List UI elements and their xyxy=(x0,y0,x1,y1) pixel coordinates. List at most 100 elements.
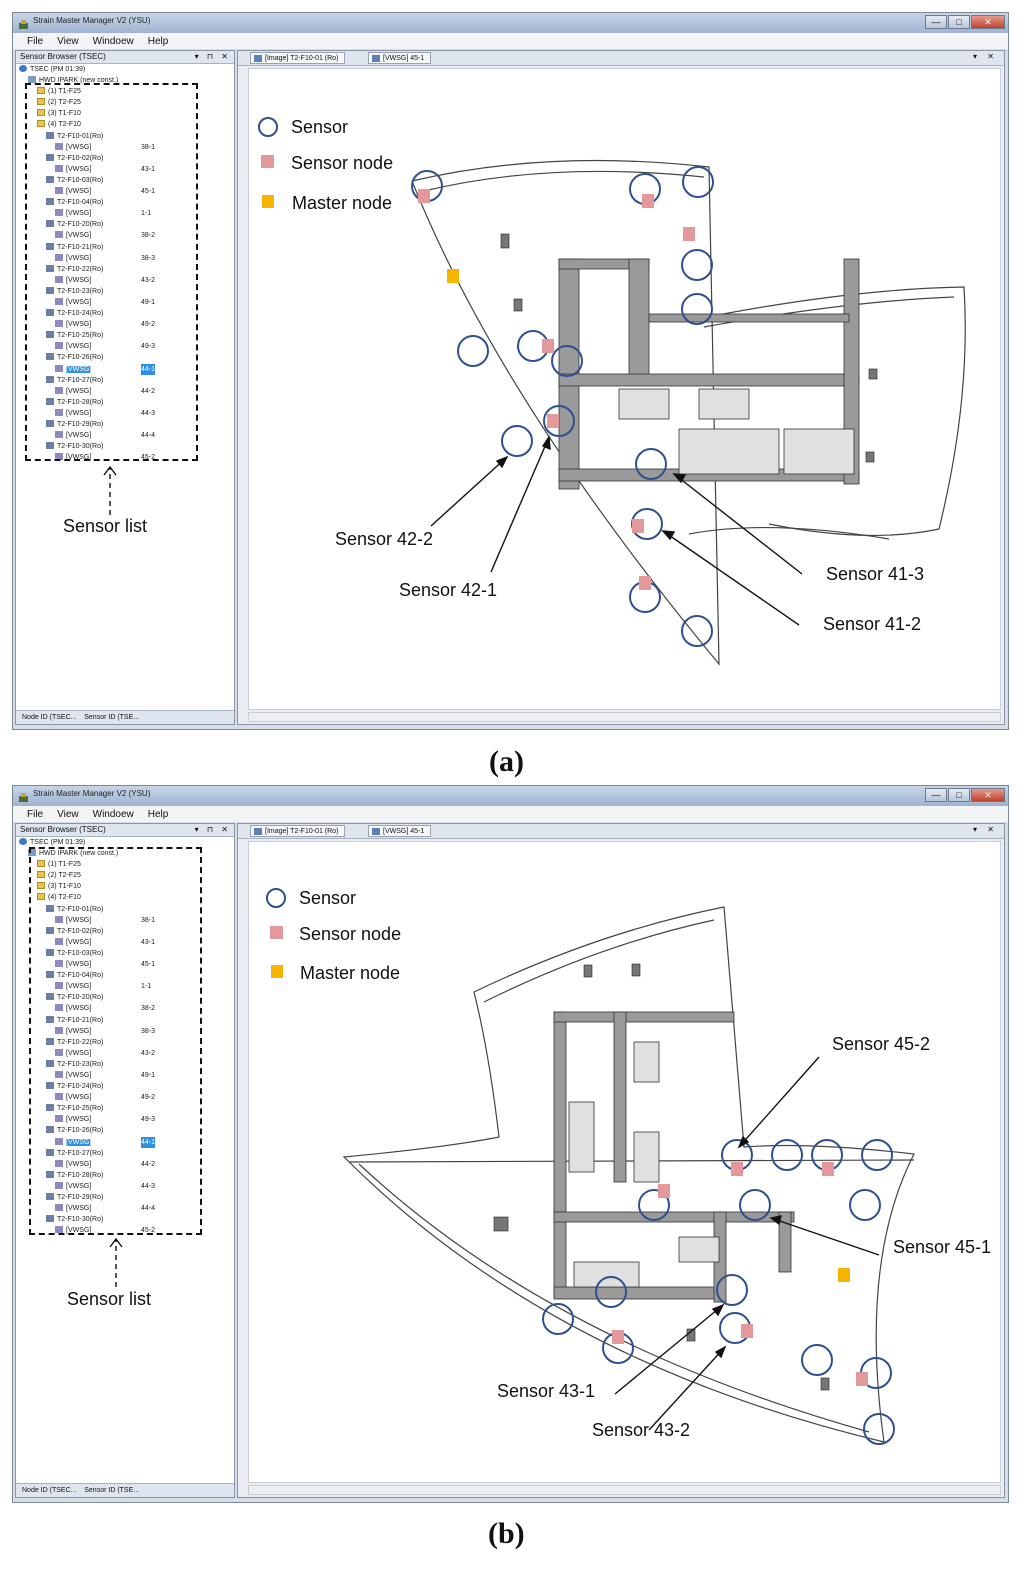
menu-window[interactable]: Windoew xyxy=(92,35,134,47)
tree-item-root[interactable]: TSEC (PM 01:39) xyxy=(19,837,232,848)
tab-sensor-id[interactable]: Sensor ID (TSE... xyxy=(84,1487,140,1494)
maximize-button[interactable]: □ xyxy=(948,15,970,29)
menu-window[interactable]: Windoew xyxy=(92,808,134,820)
tree-item-node[interactable]: T2-F10-21(Ro) xyxy=(19,242,232,253)
tree-item-node[interactable]: T2-F10-28(Ro) xyxy=(19,397,232,408)
tree-item-sensor[interactable]: [VWSG]38-2 xyxy=(19,230,232,241)
tree-item-sensor[interactable]: [VWSG]44-4 xyxy=(19,430,232,441)
tree-item-node[interactable]: T2-F10-24(Ro) xyxy=(19,308,232,319)
tree-item-node[interactable]: T2-F10-30(Ro) xyxy=(19,441,232,452)
tree-item-sensor[interactable]: [VWSG]45-1 xyxy=(19,959,232,970)
menu-help[interactable]: Help xyxy=(147,808,169,820)
tree-item-node[interactable]: T2-F10-01(Ro) xyxy=(19,904,232,915)
tree-item-node[interactable]: T2-F10-26(Ro) xyxy=(19,1125,232,1136)
tab-controls[interactable]: ▾ ✕ xyxy=(973,825,998,834)
pane-controls[interactable]: ▾ ⊓ ✕ xyxy=(194,825,231,834)
tree-item-sensor[interactable]: [VWSG]44-4 xyxy=(19,1203,232,1214)
tree-item-node[interactable]: T2-F10-21(Ro) xyxy=(19,1015,232,1026)
tree-item-sensor[interactable]: [VWSG]44-2 xyxy=(19,386,232,397)
tree-item-sensor[interactable]: [VWSG]43-1 xyxy=(19,937,232,948)
tab-vwsg[interactable]: [VWSG] 45-1 xyxy=(368,825,432,837)
tree-item-sensor[interactable]: [VWSG]38-2 xyxy=(19,1003,232,1014)
tree-item-sensor[interactable]: [VWSG]38-3 xyxy=(19,1026,232,1037)
menu-file[interactable]: File xyxy=(27,35,44,47)
tree-item-folder[interactable]: (1) T1-F25 xyxy=(19,86,232,97)
tab-sensor-id[interactable]: Sensor ID (TSE... xyxy=(84,714,140,721)
pane-controls[interactable]: ▾ ⊓ ✕ xyxy=(194,52,231,61)
tree-item-node[interactable]: T2-F10-04(Ro) xyxy=(19,970,232,981)
floor-plan-canvas[interactable]: Sensor Sensor node Master node xyxy=(248,68,1001,710)
title-bar[interactable]: Strain Master Manager V2 (YSU) — □ ✕ xyxy=(13,13,1008,33)
tree-item-node[interactable]: T2-F10-27(Ro) xyxy=(19,375,232,386)
tree-item-node[interactable]: T2-F10-02(Ro) xyxy=(19,153,232,164)
tree-item-sensor[interactable]: [VWSG]49-1 xyxy=(19,297,232,308)
tab-vwsg[interactable]: [VWSG] 45-1 xyxy=(368,52,432,64)
tree-item-node[interactable]: T2-F10-23(Ro) xyxy=(19,1059,232,1070)
tree-item-node[interactable]: T2-F10-23(Ro) xyxy=(19,286,232,297)
tree-item-sensor[interactable]: [VWSG]44-3 xyxy=(19,1181,232,1192)
tab-image[interactable]: [Image] T2-F10-01 (Ro) xyxy=(250,52,346,64)
minimize-button[interactable]: — xyxy=(925,788,947,802)
tree-item-folder[interactable]: (2) T2-F25 xyxy=(19,97,232,108)
tree-item-folder[interactable]: (3) T1-F10 xyxy=(19,881,232,892)
tree-item-node[interactable]: T2-F10-25(Ro) xyxy=(19,330,232,341)
close-button[interactable]: ✕ xyxy=(971,15,1005,29)
tree-item-node[interactable]: T2-F10-26(Ro) xyxy=(19,352,232,363)
sensor-tree[interactable]: TSEC (PM 01:39)HWD IPARK (new const.)(1)… xyxy=(19,64,232,463)
tree-item-sensor[interactable]: [VWSG]49-3 xyxy=(19,341,232,352)
tree-item-sensor[interactable]: [VWSG]38-1 xyxy=(19,915,232,926)
tab-image[interactable]: [Image] T2-F10-01 (Ro) xyxy=(250,825,346,837)
floor-plan-canvas[interactable]: Sensor Sensor node Master node xyxy=(248,841,1001,1483)
tree-item-proj[interactable]: HWD IPARK (new const.) xyxy=(19,75,232,86)
menu-view[interactable]: View xyxy=(57,808,79,820)
tree-item-sensor[interactable]: [VWSG]45-1 xyxy=(19,186,232,197)
tree-item-node[interactable]: T2-F10-25(Ro) xyxy=(19,1103,232,1114)
tree-item-root[interactable]: TSEC (PM 01:39) xyxy=(19,64,232,75)
tree-item-folder[interactable]: (4) T2-F10 xyxy=(19,119,232,130)
tree-item-node[interactable]: T2-F10-03(Ro) xyxy=(19,175,232,186)
tree-item-node[interactable]: T2-F10-28(Ro) xyxy=(19,1170,232,1181)
tree-item-sensor[interactable]: [VWSG]49-2 xyxy=(19,319,232,330)
tree-item-sensor[interactable]: [VWSG]1-1 xyxy=(19,208,232,219)
tree-item-node[interactable]: T2-F10-20(Ro) xyxy=(19,992,232,1003)
tree-item-sensor[interactable]: [VWSG]49-2 xyxy=(19,1092,232,1103)
sensor-tree[interactable]: TSEC (PM 01:39)HWD IPARK (new const.)(1)… xyxy=(19,837,232,1236)
tree-item-node[interactable]: T2-F10-02(Ro) xyxy=(19,926,232,937)
menu-file[interactable]: File xyxy=(27,808,44,820)
tree-item-sensor[interactable]: [VWSG]38-1 xyxy=(19,142,232,153)
horizontal-scrollbar[interactable] xyxy=(248,712,1001,722)
tree-item-sensor[interactable]: [VWSG]49-1 xyxy=(19,1070,232,1081)
menu-view[interactable]: View xyxy=(57,35,79,47)
tree-item-folder[interactable]: (3) T1-F10 xyxy=(19,108,232,119)
tab-controls[interactable]: ▾ ✕ xyxy=(973,52,998,61)
tree-item-sensor[interactable]: [VWSG]1-1 xyxy=(19,981,232,992)
tree-item-sensor[interactable]: [VWSG]44-3 xyxy=(19,408,232,419)
tree-item-node[interactable]: T2-F10-22(Ro) xyxy=(19,264,232,275)
tree-item-node[interactable]: T2-F10-29(Ro) xyxy=(19,419,232,430)
tree-item-sensor[interactable]: [VWSG]43-1 xyxy=(19,164,232,175)
tree-item-sensor[interactable]: [VWSG]38-3 xyxy=(19,253,232,264)
tree-item-node[interactable]: T2-F10-27(Ro) xyxy=(19,1148,232,1159)
tree-item-sensor[interactable]: [VWSG]45-2 xyxy=(19,1225,232,1236)
menu-help[interactable]: Help xyxy=(147,35,169,47)
tree-item-node[interactable]: T2-F10-22(Ro) xyxy=(19,1037,232,1048)
title-bar[interactable]: Strain Master Manager V2 (YSU) — □ ✕ xyxy=(13,786,1008,806)
minimize-button[interactable]: — xyxy=(925,15,947,29)
tree-item-folder[interactable]: (1) T1-F25 xyxy=(19,859,232,870)
tree-item-node[interactable]: T2-F10-04(Ro) xyxy=(19,197,232,208)
tree-item-sensor[interactable]: [VWSG]44-2 xyxy=(19,1159,232,1170)
tree-item-sensor[interactable]: [VWSG]49-3 xyxy=(19,1114,232,1125)
tree-item-node[interactable]: T2-F10-29(Ro) xyxy=(19,1192,232,1203)
horizontal-scrollbar[interactable] xyxy=(248,1485,1001,1495)
tree-item-sensor[interactable]: [VWSG]43-2 xyxy=(19,1048,232,1059)
tree-item-node[interactable]: T2-F10-24(Ro) xyxy=(19,1081,232,1092)
tree-item-sensor[interactable]: [VWSG]45-2 xyxy=(19,452,232,463)
tree-item-folder[interactable]: (2) T2-F25 xyxy=(19,870,232,881)
tree-item-node[interactable]: T2-F10-30(Ro) xyxy=(19,1214,232,1225)
tree-item-folder[interactable]: (4) T2-F10 xyxy=(19,892,232,903)
tree-item-sensor[interactable]: [VWSG]44-1 xyxy=(19,363,232,375)
maximize-button[interactable]: □ xyxy=(948,788,970,802)
tab-node-id[interactable]: Node ID (TSEC... xyxy=(22,1487,77,1494)
tree-item-sensor[interactable]: [VWSG]44-1 xyxy=(19,1136,232,1148)
tree-item-node[interactable]: T2-F10-03(Ro) xyxy=(19,948,232,959)
